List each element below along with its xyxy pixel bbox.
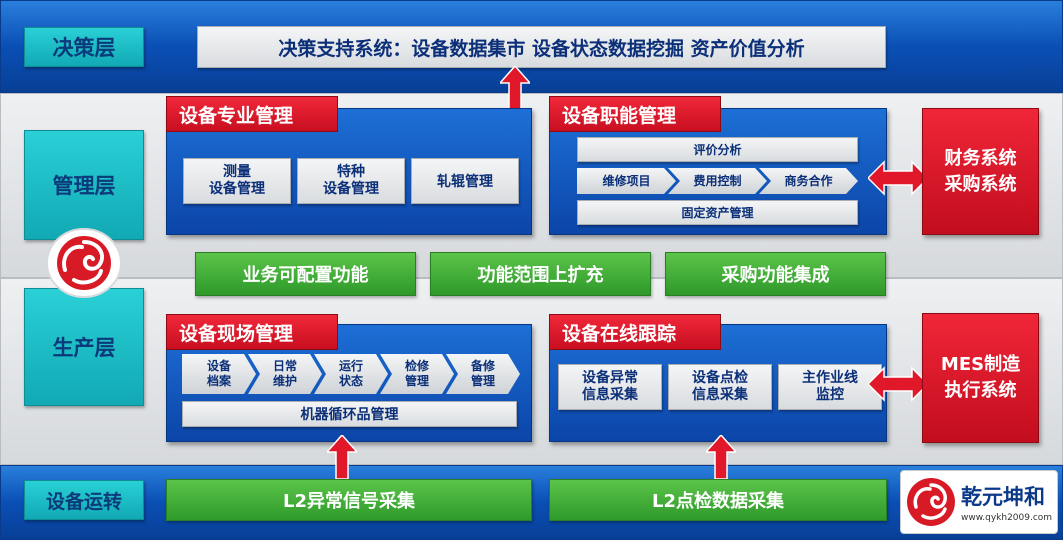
- decision-support-system: 决策支持系统：设备数据集市 设备状态数据挖掘 资产价值分析: [197, 26, 886, 68]
- online-tracking-title: 设备在线跟踪: [549, 314, 721, 350]
- spot-check-info-label: 设备点检 信息采集: [692, 370, 748, 403]
- main-line-monitor-box: 主作业线 监控: [778, 364, 882, 410]
- roll-management-box: 轧辊管理: [411, 158, 519, 204]
- measurement-equipment-box: 测量 设备管理: [183, 158, 291, 204]
- double-arrow-icon: [868, 160, 928, 196]
- spare-repair-step: 备修 管理: [446, 354, 520, 394]
- brand-spiral-icon: [907, 478, 955, 526]
- up-arrow-icon: [706, 435, 736, 479]
- finance-purchase-system: 财务系统 采购系统: [922, 108, 1039, 235]
- layer-label-decision: 决策层: [24, 27, 144, 67]
- finance-purchase-label: 财务系统 采购系统: [944, 147, 1017, 195]
- l2-spot-check-collection: L2点检数据采集: [549, 479, 887, 521]
- mes-system: MES制造 执行系统: [922, 313, 1039, 443]
- machine-circulation-box: 机器循环品管理: [182, 401, 517, 427]
- main-line-monitor-label: 主作业线 监控: [802, 370, 858, 403]
- up-arrow-icon: [500, 66, 530, 110]
- running-status-label: 运行 状态: [338, 359, 363, 388]
- daily-maintenance-label: 日常 维护: [272, 359, 297, 388]
- brand-name: 乾元坤和: [961, 485, 1045, 509]
- maintenance-item-step: 维修项目: [577, 168, 676, 194]
- daily-maintenance-step: 日常 维护: [248, 354, 322, 394]
- evaluation-analysis-box: 评价分析: [577, 137, 858, 162]
- field-management-title: 设备现场管理: [166, 314, 338, 350]
- layer-label-production: 生产层: [24, 288, 144, 406]
- brand-logo: 乾元坤和 www.qykh2009.com: [900, 470, 1058, 534]
- layer-label-operation: 设备运转: [24, 480, 144, 520]
- feature-configurable: 业务可配置功能: [195, 252, 416, 296]
- running-status-step: 运行 状态: [314, 354, 388, 394]
- business-cooperation-step: 商务合作: [759, 168, 858, 194]
- spiral-logo-icon: [46, 228, 122, 298]
- abnormal-info-box: 设备异常 信息采集: [558, 364, 662, 410]
- feature-scope-extension: 功能范围上扩充: [430, 252, 651, 296]
- special-equipment-label: 特种 设备管理: [323, 164, 379, 197]
- brand-url: www.qykh2009.com: [961, 513, 1053, 523]
- up-arrow-icon: [327, 435, 357, 479]
- double-arrow-icon: [868, 366, 928, 402]
- equipment-professional-title: 设备专业管理: [166, 96, 338, 132]
- spare-repair-label: 备修 管理: [470, 359, 495, 388]
- overhaul-management-label: 检修 管理: [404, 359, 429, 388]
- special-equipment-box: 特种 设备管理: [297, 158, 405, 204]
- cost-control-step: 费用控制: [668, 168, 767, 194]
- layer-label-management: 管理层: [24, 130, 144, 240]
- overhaul-management-step: 检修 管理: [380, 354, 454, 394]
- measurement-equipment-label: 测量 设备管理: [209, 164, 265, 197]
- l2-abnormal-signal-collection: L2异常信号采集: [166, 479, 532, 521]
- feature-procurement-integration: 采购功能集成: [665, 252, 886, 296]
- equipment-archive-label: 设备 档案: [206, 359, 231, 388]
- roll-management-label: 轧辊管理: [437, 174, 493, 190]
- fixed-assets-box: 固定资产管理: [577, 200, 858, 225]
- equipment-archive-step: 设备 档案: [182, 354, 256, 394]
- abnormal-info-label: 设备异常 信息采集: [582, 370, 638, 403]
- equipment-function-title: 设备职能管理: [549, 96, 721, 132]
- mes-system-label: MES制造 执行系统: [940, 354, 1021, 401]
- spot-check-info-box: 设备点检 信息采集: [668, 364, 772, 410]
